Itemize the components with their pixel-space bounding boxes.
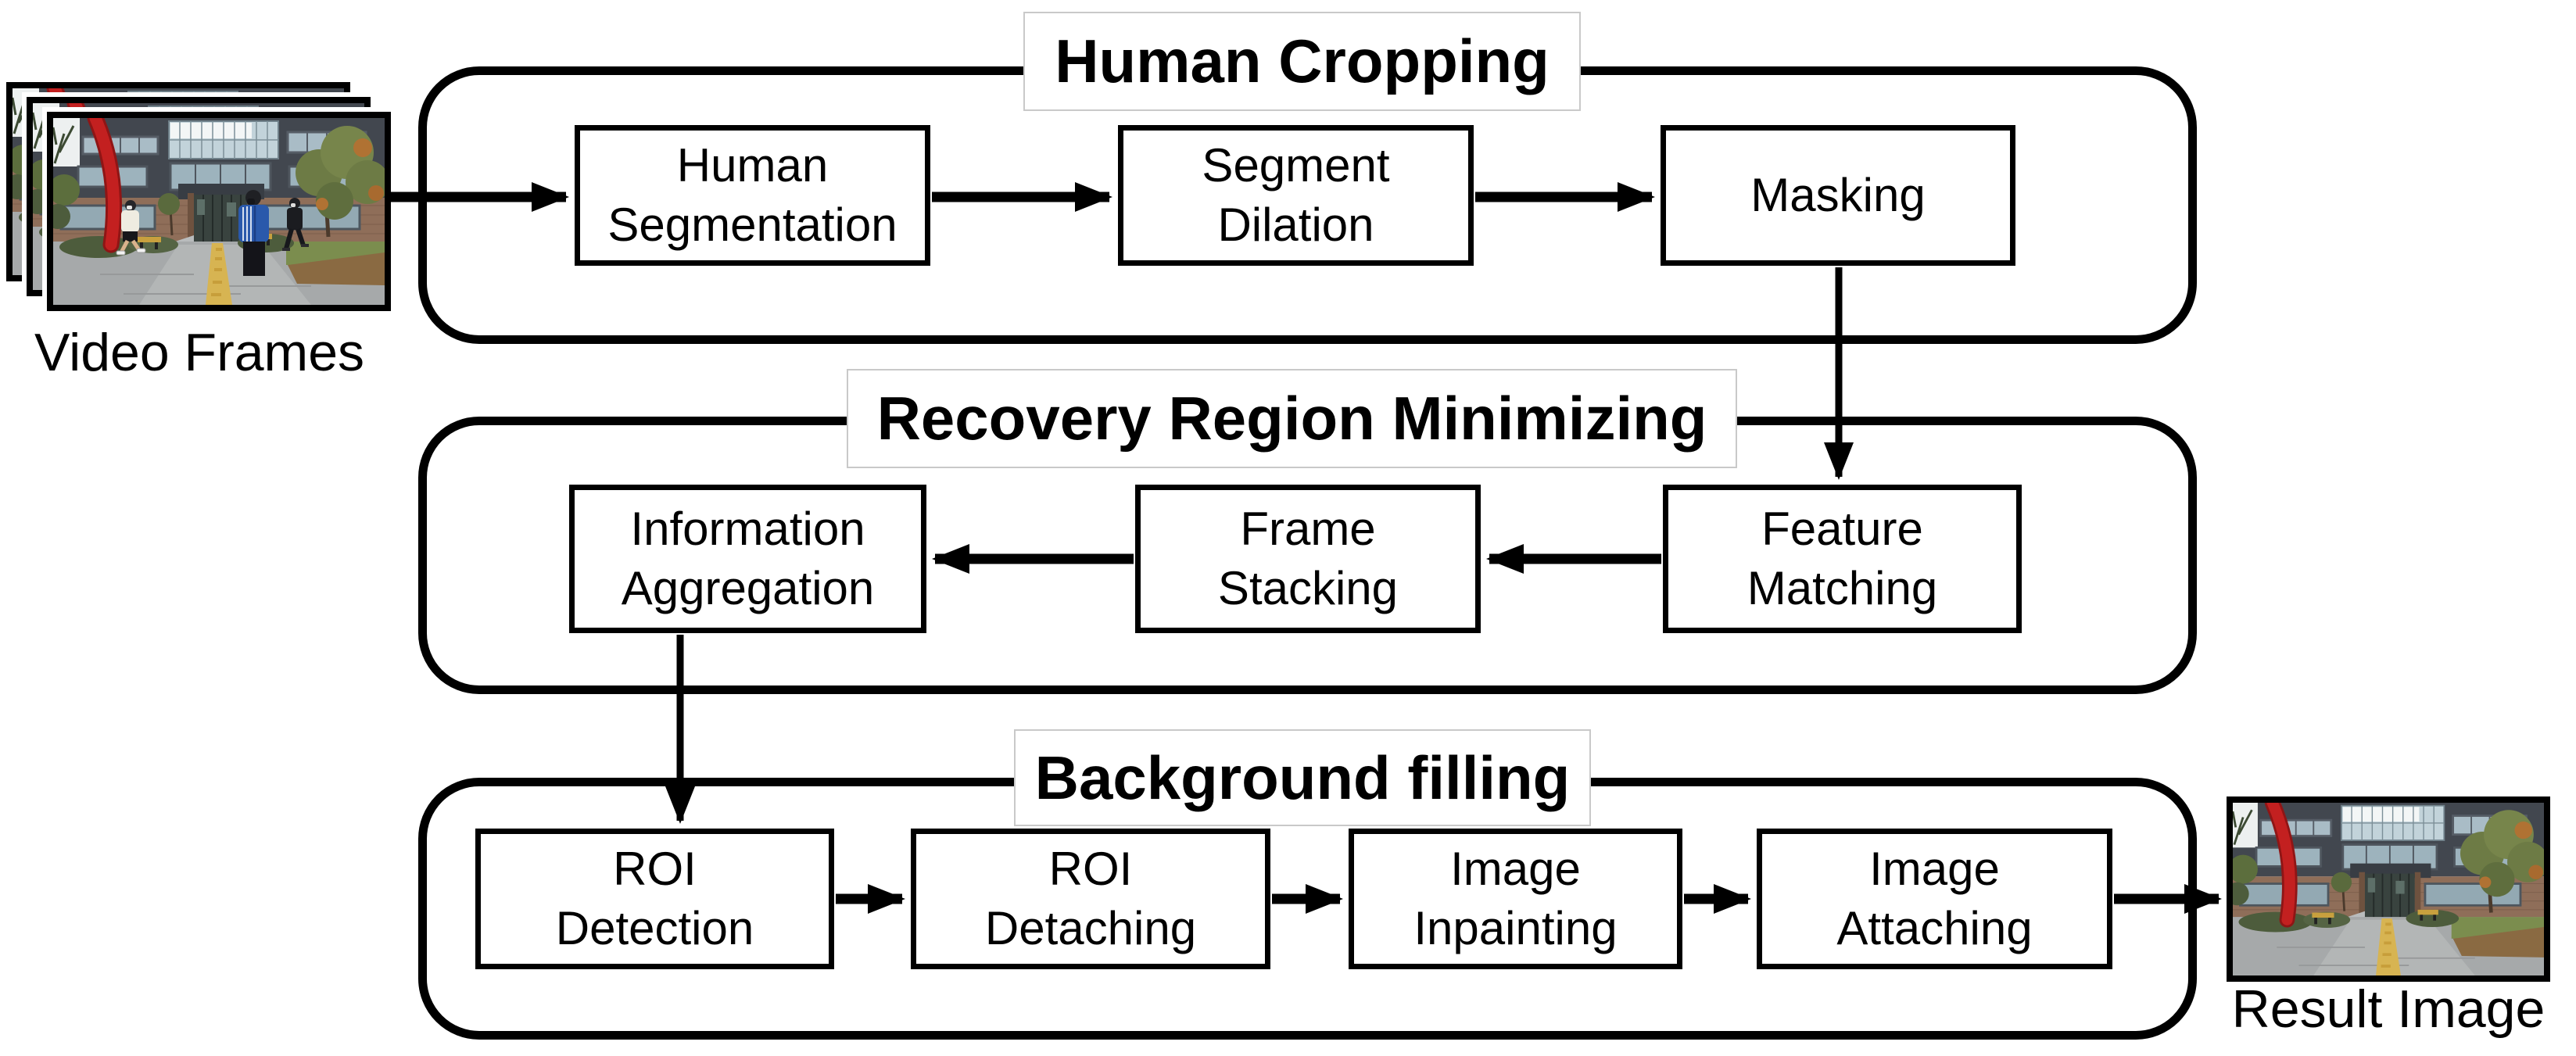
node-information-aggregation: Information Aggregation xyxy=(569,485,926,633)
node-roi-detection: ROI Detection xyxy=(475,829,834,969)
node-masking: Masking xyxy=(1661,125,2015,266)
stage-title-human-cropping: Human Cropping xyxy=(1023,12,1581,111)
video-frame-front xyxy=(42,107,396,316)
node-human-segmentation: Human Segmentation xyxy=(575,125,930,266)
node-image-attaching: Image Attaching xyxy=(1757,829,2112,969)
stage-title-background-filling: Background filling xyxy=(1014,729,1591,826)
node-frame-stacking: Frame Stacking xyxy=(1135,485,1481,633)
node-feature-matching: Feature Matching xyxy=(1663,485,2022,633)
node-image-inpainting: Image Inpainting xyxy=(1349,829,1682,969)
node-segment-dilation: Segment Dilation xyxy=(1118,125,1474,266)
node-roi-detaching: ROI Detaching xyxy=(911,829,1270,969)
result-image-label: Result Image xyxy=(2231,979,2546,1039)
stage-title-recovery-region-minimizing: Recovery Region Minimizing xyxy=(847,369,1737,468)
video-frames-label: Video Frames xyxy=(34,323,365,382)
result-image xyxy=(2222,792,2555,986)
